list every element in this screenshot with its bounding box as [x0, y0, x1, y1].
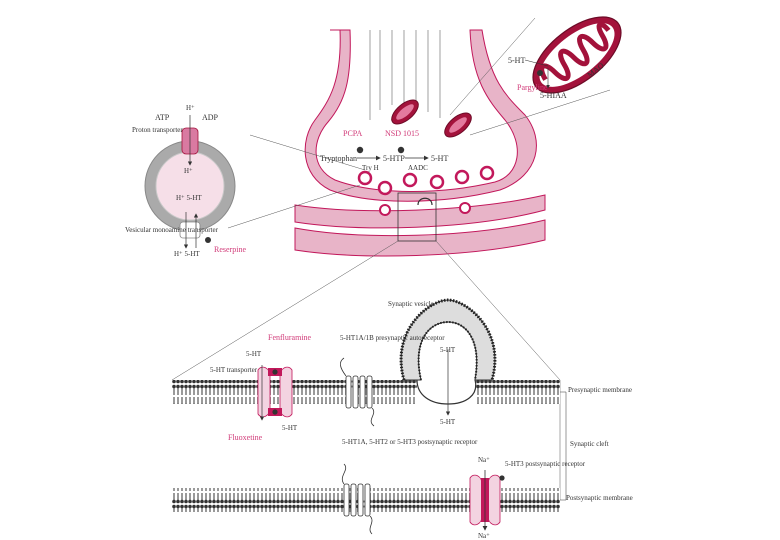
presynaptic-membrane-left — [172, 380, 417, 404]
bottom-labels: Synaptic vesicle Fenfluramine 5-HT 5-HT … — [210, 300, 633, 540]
label-aadc: AADC — [408, 164, 428, 172]
postsynaptic-band-top — [294, 194, 546, 229]
mao-pathway: 5-HT Pargyline 5-HIAA — [508, 56, 567, 100]
microtubules — [369, 30, 441, 120]
label-adp: ADP — [202, 113, 219, 122]
label-synaptic-vesicle: Synaptic vesicle — [388, 300, 434, 308]
label-hplus-5ht-bottom: H⁺ 5-HT — [174, 250, 200, 258]
label-5ht-release: 5-HT — [440, 418, 456, 426]
label-tryh: Try H — [362, 164, 379, 172]
vesicle-large — [144, 115, 236, 249]
label-proton-transporter: Proton transporter — [132, 126, 183, 134]
label-5ht-transporter: 5-HT transporter — [210, 366, 258, 374]
label-5htp: 5-HTP — [383, 154, 405, 163]
label-atp: ATP — [155, 113, 170, 122]
label-5ht-terminal: 5-HT — [431, 154, 448, 163]
label-synaptic-cleft: Synaptic cleft — [570, 440, 609, 448]
label-5ht-vesicle: 5-HT — [440, 346, 456, 354]
drug-nsd1015: NSD 1015 — [385, 129, 419, 138]
label-na-bottom: Na⁺ — [478, 532, 490, 540]
drug-pargyline: Pargyline — [517, 83, 548, 92]
label-5ht-below-sert: 5-HT — [282, 424, 298, 432]
mitochondrion-small-1 — [391, 99, 419, 125]
label-5ht-mito: 5-HT — [508, 56, 525, 65]
label-hplus-5ht: H⁺ 5-HT — [176, 194, 202, 202]
synaptic-vesicle-fusing — [399, 298, 497, 416]
fusion-pore-top — [417, 197, 433, 206]
cleft-bracket — [560, 391, 567, 501]
drug-reserpine: Reserpine — [214, 245, 246, 254]
label-presynaptic-membrane: Presynaptic membrane — [568, 386, 632, 394]
label-vmat: Vesicular monoamine transporter — [125, 226, 219, 234]
label-5ht3-receptor: 5-HT3 postsynaptic receptor — [505, 460, 586, 468]
inhibit-dot-pargyline — [537, 70, 543, 76]
label-hplus-inside: H⁺ — [184, 167, 193, 175]
label-tryptophan: Tryptophan — [320, 154, 357, 163]
inhibit-dot-reserpine — [205, 237, 211, 243]
inhibit-dot-pcpa — [356, 146, 364, 154]
zoom-box — [397, 192, 437, 242]
label-5hiaa: 5-HIAA — [540, 91, 567, 100]
axon-terminal — [294, 29, 546, 257]
inhibit-dot-nsd — [397, 146, 405, 154]
presynaptic-membrane-right — [475, 380, 560, 404]
vesicle-labels: ATP H⁺ ADP Proton transporter H⁺ H⁺ 5-HT… — [125, 104, 246, 258]
label-na-top: Na⁺ — [478, 456, 490, 464]
drug-pcpa: PCPA — [343, 129, 363, 138]
drug-fluoxetine: Fluoxetine — [228, 433, 263, 442]
serotonin-transporter — [257, 365, 293, 421]
label-postsynaptic-receptor-left: 5-HT1A, 5-HT2 or 5-HT3 postsynaptic rece… — [342, 438, 478, 446]
postsynaptic-gpcr-receptor — [341, 463, 373, 535]
label-hplus-top: H⁺ — [186, 104, 195, 112]
mitochondrion-large: MAO — [532, 16, 622, 94]
postsynaptic-band-bottom — [294, 219, 546, 257]
vmat-transporter — [179, 221, 201, 239]
mitochondrion-small-2 — [444, 112, 472, 138]
5ht3-ion-channel — [469, 470, 505, 531]
drug-fenfluramine: Fenfluramine — [268, 333, 312, 342]
synthesis-pathway: PCPA NSD 1015 Tryptophan 5-HTP 5-HT Try … — [320, 129, 448, 172]
presynaptic-autoreceptor — [340, 357, 375, 427]
label-autoreceptor: 5-HT1A/1B presynaptic autoreceptor — [340, 334, 445, 342]
label-5ht-left: 5-HT — [246, 350, 262, 358]
label-postsynaptic-membrane: Postsynaptic membrane — [566, 494, 633, 502]
terminal-vesicles — [357, 165, 495, 216]
